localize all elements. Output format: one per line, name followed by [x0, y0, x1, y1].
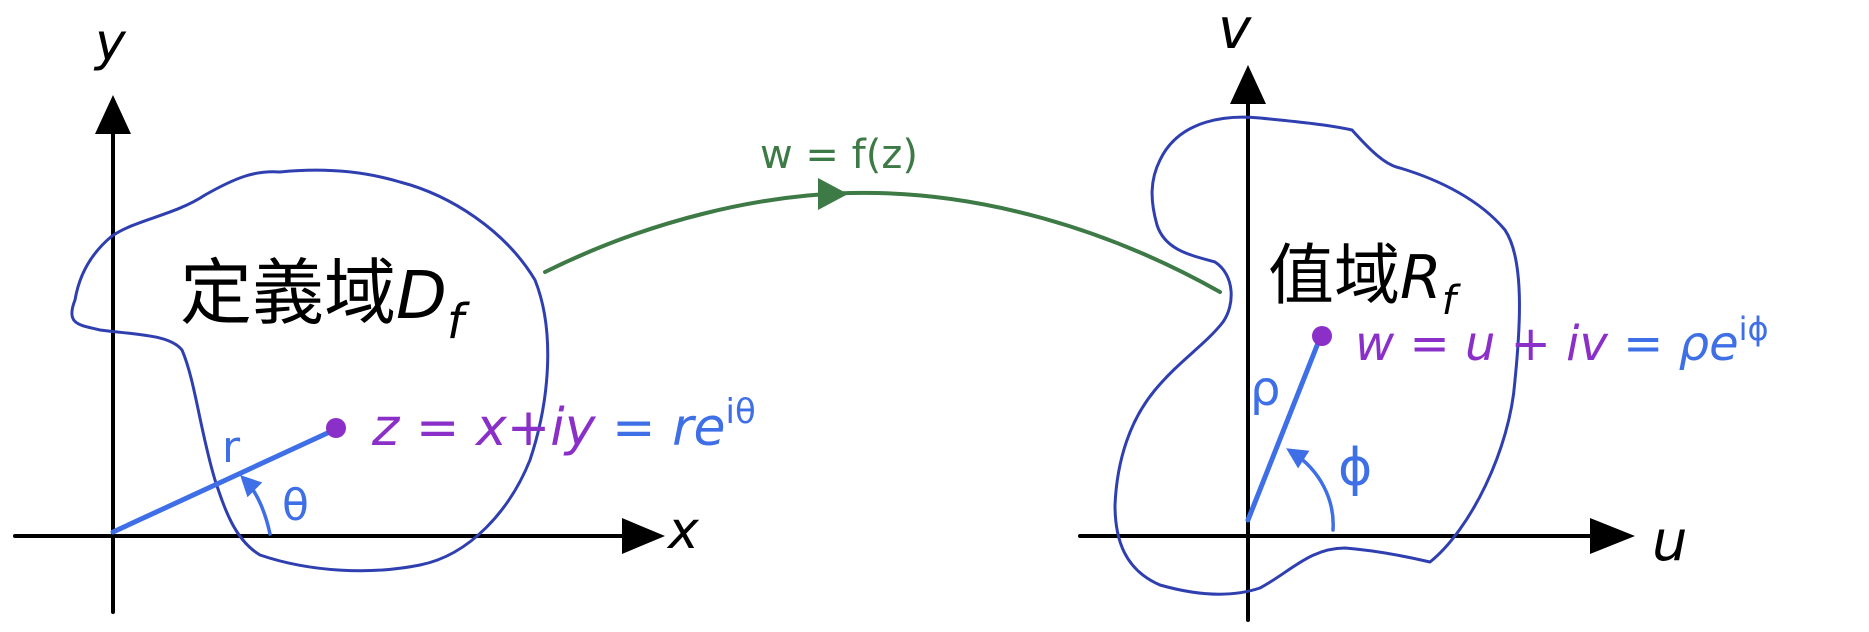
left-radius-ray [110, 427, 337, 535]
eq-exponent: iθ [726, 392, 756, 432]
mapping-arrow: w = f(z) [543, 132, 1222, 294]
eq-r-equals-2: = [1608, 316, 1679, 372]
eq-r-equals-1: = [1394, 316, 1465, 372]
left-radius-label: r [222, 422, 241, 473]
eq-equals-2: = [596, 398, 673, 458]
right-radius-ray [1245, 335, 1323, 523]
right-u-axis-arrowhead [1590, 518, 1635, 554]
right-radius-label: ρ [1250, 361, 1280, 417]
left-y-axis-label: y [93, 13, 127, 73]
left-angle-label: θ [282, 480, 309, 531]
eq-z: z [371, 398, 401, 458]
domain-label-subscript: f [447, 294, 470, 350]
eq-u-plus-iv: u + iv [1465, 316, 1608, 372]
point-w-equation: w = u + iv = ρeiϕ [1355, 310, 1769, 372]
mapping-arc-arrowhead [818, 178, 848, 210]
left-y-axis-arrowhead [95, 95, 131, 134]
right-u-axis-label: u [1652, 509, 1688, 574]
right-v-axis-arrowhead [1230, 65, 1266, 104]
right-plane: u v ρ ϕ 值域Rf w = u + iv = ρeiϕ [1078, 0, 1769, 622]
domain-label-text: 定義域 [180, 251, 396, 335]
left-angle-arc [240, 475, 272, 536]
mapping-arc [543, 190, 1222, 294]
range-region-outline [1113, 115, 1521, 596]
eq-re: re [672, 398, 725, 458]
point-w [1312, 326, 1332, 346]
eq-r-exponent: iϕ [1739, 310, 1769, 348]
right-angle-label: ϕ [1338, 438, 1372, 498]
range-region-label: 值域Rf [1268, 237, 1462, 324]
right-v-axis-label: v [1218, 0, 1252, 62]
eq-w: w [1355, 316, 1395, 372]
domain-region-label: 定義域Df [180, 251, 470, 350]
eq-x-plus-iy: x+iy [474, 398, 597, 458]
domain-region-outline [70, 168, 550, 573]
eq-equals-1: = [399, 398, 476, 458]
eq-rho-e: ρe [1679, 316, 1739, 372]
mapping-label: w = f(z) [760, 132, 918, 178]
left-plane: x y r θ 定義域Df z = x+iy = reiθ [13, 13, 756, 614]
right-angle-arc [1286, 448, 1335, 532]
range-label-R: R [1400, 243, 1442, 313]
left-x-axis-arrowhead [622, 518, 665, 554]
point-z-equation: z = x+iy = reiθ [371, 392, 756, 458]
range-label-text: 值域 [1268, 237, 1400, 314]
point-z [326, 418, 346, 438]
left-x-axis-label: x [666, 501, 700, 561]
domain-label-D: D [396, 257, 447, 334]
